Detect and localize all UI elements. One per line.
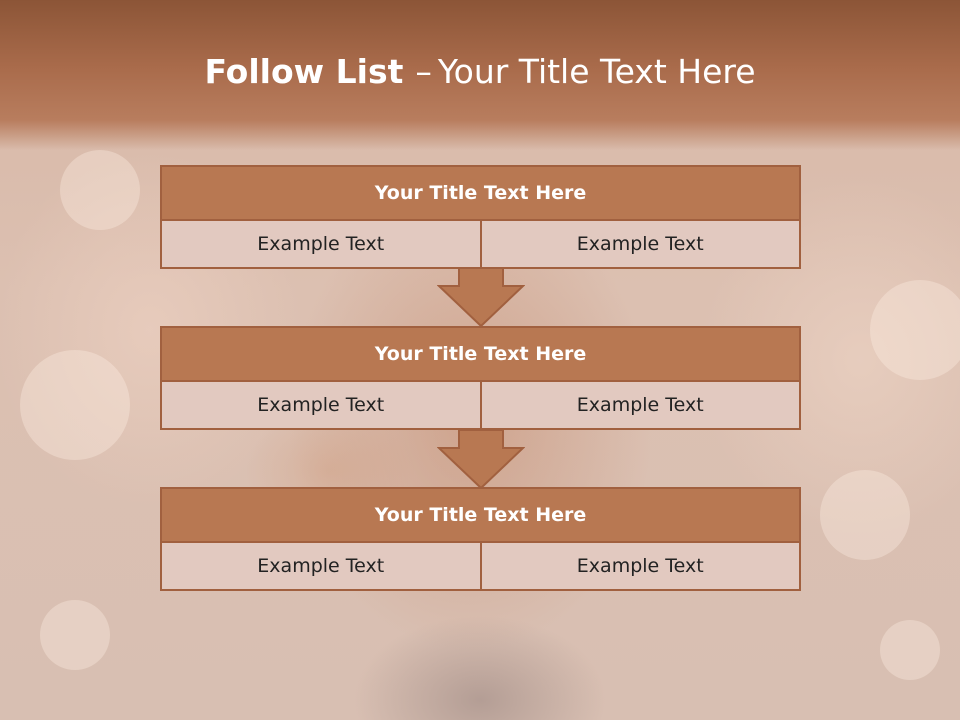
step-block-1: Your Title Text Here Example Text Exampl…	[160, 165, 801, 269]
step-row: Example Text Example Text	[160, 219, 801, 269]
step-heading: Your Title Text Here	[160, 326, 801, 382]
step-cell-left: Example Text	[160, 541, 482, 591]
bokeh-light	[880, 620, 940, 680]
step-heading: Your Title Text Here	[160, 487, 801, 543]
step-block-3: Your Title Text Here Example Text Exampl…	[160, 487, 801, 591]
bokeh-light	[20, 350, 130, 460]
title-dash: –	[415, 52, 432, 91]
bokeh-light	[870, 280, 960, 380]
bokeh-light	[40, 600, 110, 670]
step-heading: Your Title Text Here	[160, 165, 801, 221]
down-arrow-icon	[437, 268, 525, 326]
title-band	[0, 0, 960, 150]
step-cell-right: Example Text	[479, 380, 801, 430]
step-cell-right: Example Text	[479, 219, 801, 269]
step-cell-left: Example Text	[160, 219, 482, 269]
title-main: Follow List	[204, 52, 404, 91]
step-cell-right: Example Text	[479, 541, 801, 591]
down-arrow-icon	[437, 430, 525, 488]
step-block-2: Your Title Text Here Example Text Exampl…	[160, 326, 801, 430]
bokeh-light	[820, 470, 910, 560]
title-sub: Your Title Text Here	[437, 52, 756, 91]
step-row: Example Text Example Text	[160, 380, 801, 430]
slide-title: Follow List–Your Title Text Here	[0, 52, 960, 91]
step-cell-left: Example Text	[160, 380, 482, 430]
bokeh-light	[60, 150, 140, 230]
step-row: Example Text Example Text	[160, 541, 801, 591]
